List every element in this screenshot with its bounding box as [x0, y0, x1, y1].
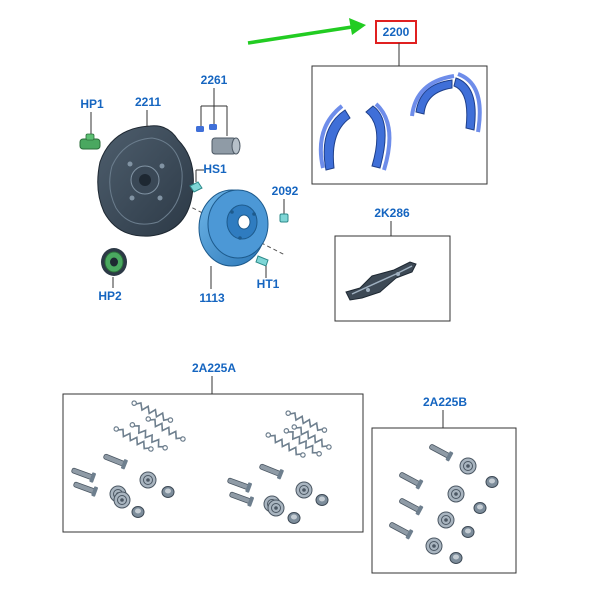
- grommet-hp2[interactable]: [101, 248, 127, 276]
- highlight-box-2200: [375, 20, 417, 44]
- screw-hs1[interactable]: [189, 181, 203, 193]
- box-2a225a: [62, 393, 364, 533]
- label-hs1[interactable]: HS1: [203, 162, 227, 176]
- backing-plate-2211[interactable]: [97, 125, 194, 237]
- label-2261[interactable]: 2261: [201, 73, 228, 87]
- label-1113[interactable]: 1113: [199, 291, 225, 305]
- label-hp2[interactable]: HP2: [98, 289, 122, 303]
- stud-ht1[interactable]: [255, 255, 269, 267]
- plug-hp1[interactable]: [79, 133, 101, 150]
- label-2200[interactable]: 2200: [383, 25, 410, 39]
- brake-drum-1113[interactable]: [198, 189, 269, 267]
- pointer-arrow: [247, 18, 366, 45]
- label-2a225a[interactable]: 2A225A: [192, 361, 236, 375]
- label-hp1[interactable]: HP1: [80, 97, 104, 111]
- lever-2k286[interactable]: [345, 261, 417, 301]
- brake-shoes-2200[interactable]: [318, 72, 482, 171]
- screw-2092[interactable]: [279, 213, 289, 223]
- label-2211[interactable]: 2211: [135, 95, 161, 109]
- box-2a225b: [371, 427, 517, 574]
- label-2k286[interactable]: 2K286: [374, 206, 410, 220]
- label-2092[interactable]: 2092: [272, 184, 299, 198]
- label-2a225b[interactable]: 2A225B: [423, 395, 467, 409]
- wheel-cylinder-2261[interactable]: [196, 124, 241, 155]
- label-ht1[interactable]: HT1: [257, 277, 280, 291]
